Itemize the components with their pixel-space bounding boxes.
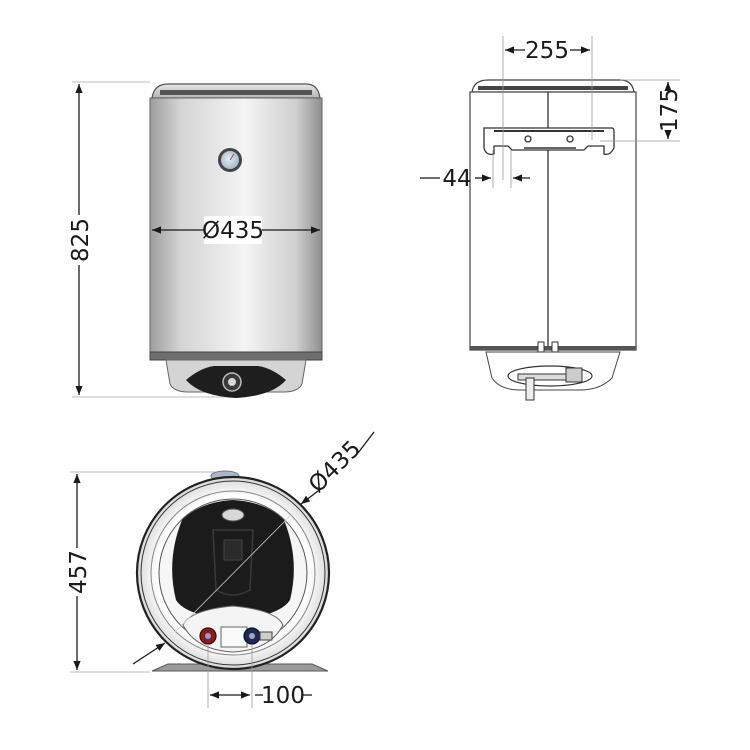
pipe-fitting-icon (525, 377, 535, 401)
bottom-fittings (485, 351, 621, 391)
depth-label: 457 (66, 550, 92, 594)
top-view: 457 Ø435 100 (64, 431, 375, 709)
back-view: 255 175 44 (420, 36, 683, 401)
bracket-spacing-label: 255 (525, 38, 569, 64)
screw-hole-icon (566, 135, 574, 143)
gauge-back-icon (221, 508, 245, 522)
bracket-offset-label: 44 (442, 166, 471, 192)
pipe-spacing-label: 100 (261, 683, 305, 709)
mounting-bracket (483, 127, 615, 156)
front-view: 825 Ø435 (66, 81, 323, 398)
screw-hole-icon (524, 135, 532, 143)
bracket-height-label: 175 (657, 88, 683, 132)
top-diameter-label: Ø435 (304, 436, 366, 498)
top-diameter-dimension-line (132, 642, 166, 665)
front-diameter-label: Ø435 (202, 218, 264, 244)
height-label: 825 (68, 218, 94, 262)
